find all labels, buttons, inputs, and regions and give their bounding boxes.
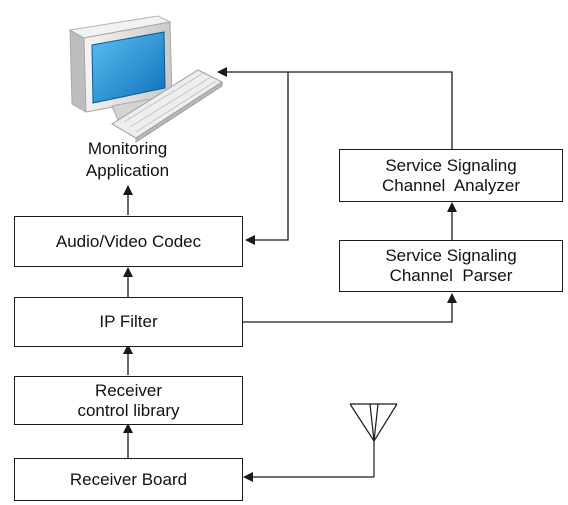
antenna-icon bbox=[349, 403, 398, 477]
monitoring-label-line2: Application bbox=[85, 161, 170, 180]
receiver-control-line2: control library bbox=[77, 400, 180, 420]
parser-line2: Channel Parser bbox=[389, 266, 513, 285]
audio-video-codec-box: Audio/Video Codec bbox=[14, 216, 243, 267]
receiver-board-box: Receiver Board bbox=[14, 458, 243, 501]
arrow-analyzer-to-computer bbox=[217, 67, 453, 149]
audio-video-codec-label: Audio/Video Codec bbox=[55, 231, 202, 251]
ip-filter-label: IP Filter bbox=[99, 312, 158, 331]
desktop-computer-icon bbox=[68, 15, 224, 143]
arrow-ip-filter-to-parser bbox=[243, 293, 457, 323]
service-signaling-channel-analyzer-box: Service Signaling Channel Analyzer bbox=[339, 149, 563, 202]
receiver-board-label: Receiver Board bbox=[69, 469, 188, 489]
monitoring-label-line1: Monitoring bbox=[87, 139, 168, 158]
receiver-control-line1: Receiver bbox=[94, 380, 163, 400]
monitoring-application-label: Monitoring Application bbox=[40, 138, 215, 182]
analyzer-line1: Service Signaling bbox=[385, 155, 517, 175]
service-signaling-channel-parser-box: Service Signaling Channel Parser bbox=[339, 240, 563, 292]
arrow-to-codec bbox=[245, 72, 289, 245]
parser-line1: Service Signaling bbox=[385, 246, 517, 265]
analyzer-line2: Channel Analyzer bbox=[382, 175, 520, 195]
receiver-control-library-box: Receiver control library bbox=[14, 376, 243, 425]
ip-filter-box: IP Filter bbox=[14, 297, 243, 347]
